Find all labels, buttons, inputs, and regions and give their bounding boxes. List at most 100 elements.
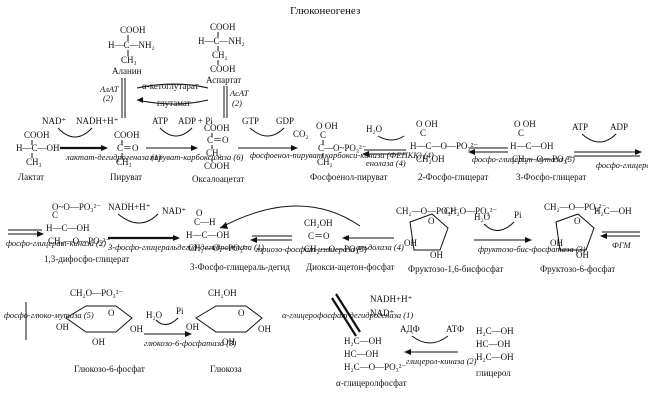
svg-text:H—C—OH: H—C—OH — [186, 230, 230, 240]
svg-text:O OH: O OH — [514, 119, 536, 129]
nadh-label-g3pdh: NADH+H⁺ — [108, 202, 151, 212]
2pg-label: 2-Фосфо-глицерат — [418, 172, 488, 182]
svg-text:H—C—OH: H—C—OH — [16, 143, 60, 153]
atf-label: АТФ — [446, 324, 464, 334]
pc-enzyme: пируват-карбоксилаза (6) — [150, 152, 243, 162]
asat-enzyme: АсАТ — [229, 88, 250, 98]
pgmut-enzyme: фосфо-глюко-мутаза (5) — [4, 310, 94, 320]
svg-text:C＝O: C＝O — [207, 135, 229, 145]
svg-text:C: C — [52, 210, 58, 220]
adf-label: АДФ — [400, 324, 420, 334]
pepck-enzyme: фосфоенол-пируват карбокси-киназа (ФЕПКК… — [250, 150, 434, 160]
g3pdh-enzyme: 3-фосфо-глицеральдегид-дегидрогеназа (1) — [107, 242, 264, 252]
aspartate-label: Аспартат — [206, 75, 241, 85]
svg-text:COOH: COOH — [120, 25, 146, 35]
svg-text:CH₂OH: CH₂OH — [416, 154, 445, 164]
svg-text:CH₂—O—PO₃²⁻: CH₂—O—PO₃²⁻ — [304, 244, 366, 254]
svg-text:HC—OH: HC—OH — [344, 349, 379, 359]
alanine-label: Аланин — [112, 66, 142, 76]
nad-label-agpdh: NAD⁺ — [370, 308, 394, 318]
glucose-label: Глюкоза — [210, 364, 242, 374]
svg-text:OH: OH — [430, 250, 443, 260]
fgm-enzyme: ФГМ — [612, 240, 631, 250]
g6p-label: Глюкозо-6-фосфат — [74, 364, 145, 374]
bpg-structure: O~O—PO₃²⁻ C H—C—OH CH₂—O—PO₃²⁻ — [46, 202, 110, 246]
nad-label: NAD⁺ — [42, 116, 66, 126]
fbpase-enzyme: фруктозо-бис-фосфатаза (3) — [478, 244, 586, 254]
glucose-structure: CH₂OH O OH OH OH — [186, 288, 271, 347]
svg-text:OH: OH — [404, 238, 417, 248]
pep-label: Фосфоенол-пируват — [310, 172, 387, 182]
svg-text:C＝O: C＝O — [117, 143, 139, 153]
ketoglutarate-arrow — [136, 83, 209, 89]
svg-text:CH₂: CH₂ — [317, 157, 333, 167]
pgm-enzyme: фосфо-глицерат-мутаза (5) — [472, 154, 575, 164]
svg-text:HC—OH: HC—OH — [476, 339, 511, 349]
atp-label-pgk: ATP — [572, 122, 588, 132]
svg-text:H₂C—OH: H₂C—OH — [476, 352, 514, 362]
3pg-structure: O OH C H—C—OH CH₂—O—PO₃²⁻ — [510, 119, 574, 164]
dhap-structure: CH₂OH C＝O CH₂—O—PO₃²⁻ — [304, 218, 366, 254]
svg-text:H—C—O—PO₃²⁻: H—C—O—PO₃²⁻ — [410, 141, 478, 151]
agpdh-arrow — [331, 297, 357, 337]
svg-text:COOH: COOH — [114, 130, 140, 140]
svg-text:COOH: COOH — [204, 161, 230, 171]
svg-text:C＝O: C＝O — [308, 231, 330, 241]
svg-text:H—C—OH: H—C—OH — [510, 141, 554, 151]
g3p-label: 3-Фосфо-глицераль-дегид — [190, 262, 290, 272]
svg-text:O OH: O OH — [416, 119, 438, 129]
svg-text:COOH: COOH — [210, 22, 236, 32]
atp-label-pc: ATP — [152, 116, 168, 126]
svg-text:H—C—NH₂: H—C—NH₂ — [108, 40, 155, 50]
svg-text:O OH: O OH — [316, 121, 338, 131]
h2o-label-fbpase: H₂O — [474, 212, 491, 222]
svg-text:CH₃: CH₃ — [26, 157, 42, 167]
diagram-title: Глюконеогенез — [290, 5, 360, 17]
svg-text:COOH: COOH — [24, 130, 50, 140]
svg-text:CH₂—O—PO₃²⁻: CH₂—O—PO₃²⁻ — [48, 236, 110, 246]
glycerol-label: глицерол — [476, 368, 511, 378]
agp-label: α-глицеролфосфат — [336, 378, 407, 388]
2pg-structure: O OH C H—C—O—PO₃²⁻ CH₂OH — [410, 119, 478, 164]
adp-label-pgk: ADP — [610, 122, 628, 132]
svg-text:COOH: COOH — [210, 64, 236, 74]
svg-text:CH₂: CH₂ — [206, 148, 222, 158]
aldolase-arc — [219, 205, 361, 229]
svg-text:OH: OH — [222, 337, 235, 347]
nadh-label: NADH+H⁺ — [76, 116, 119, 126]
g6pase-enzyme: глюкозо-6-фосфатаза (3) — [144, 338, 236, 348]
svg-text:CH₂O—PO₃²⁻: CH₂O—PO₃²⁻ — [70, 288, 123, 298]
h2o-label-enolase: H₂O — [366, 124, 383, 134]
svg-text:O: O — [238, 308, 245, 318]
oxaloacetate-label: Оксалоацетат — [192, 174, 244, 184]
agp-structure: H₂C—OH HC—OH H₂C—O—PO₃²⁻ — [344, 336, 406, 372]
alat-enzyme: АлАТ — [99, 84, 120, 94]
dhap-label: Диокси-ацетон-фосфат — [306, 262, 395, 272]
co2-label: CO₂ — [293, 129, 309, 139]
svg-text:COOH: COOH — [204, 123, 230, 133]
svg-text:H₂C—O—PO₃²⁻: H₂C—O—PO₃²⁻ — [344, 362, 406, 372]
svg-text:C: C — [320, 130, 326, 140]
svg-text:O: O — [108, 308, 115, 318]
f16bp-structure: CH₂—O—PO₃²⁻ O CH₂O—PO₃²⁻ OH OH — [396, 206, 497, 260]
f6p-label: Фруктозо-6-фосфат — [540, 264, 615, 274]
pi-label-g6pase: Pi — [176, 306, 184, 316]
oxaloacetate-structure: COOH C＝O CH₂ COOH — [204, 123, 230, 171]
svg-text:C: C — [420, 128, 426, 138]
svg-text:O: O — [574, 216, 581, 226]
svg-text:CH₂—O—PO₃²⁻: CH₂—O—PO₃²⁻ — [544, 202, 606, 212]
ketoglutarate-label: α-кетоглутарат — [142, 81, 199, 91]
adp-pi-label-pc: ADP + Pi — [178, 116, 213, 126]
svg-text:H₂C—OH: H₂C—OH — [476, 326, 514, 336]
nadh-label-agpdh: NADH+H⁺ — [370, 294, 413, 304]
bpg-label: 1,3-дифосфо-глицерат — [44, 254, 129, 264]
svg-text:C—H: C—H — [194, 217, 216, 227]
svg-text:CH₃: CH₃ — [116, 157, 132, 167]
svg-text:OH: OH — [576, 250, 589, 260]
svg-text:(2): (2) — [232, 98, 242, 108]
svg-text:CH₂OH: CH₂OH — [208, 288, 237, 298]
svg-text:(2): (2) — [103, 93, 113, 103]
pgk2-enzyme: фосфо-глицерат-киназа (2) — [6, 238, 106, 248]
